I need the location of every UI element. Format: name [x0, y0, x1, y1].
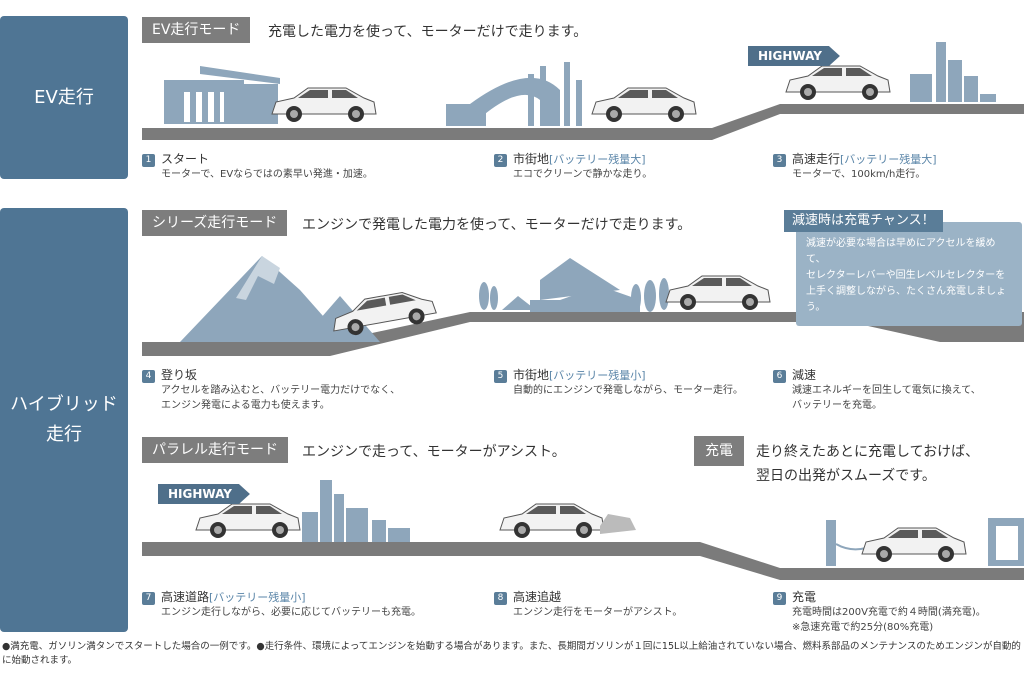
overtaken-car: [600, 514, 636, 534]
hybrid-drive-label: ハイブリッド走行: [0, 208, 128, 632]
road-ev: [142, 104, 1024, 140]
step-title: 減速: [792, 368, 817, 382]
series-mode-description: エンジンで発電した電力を使って、モーターだけで走ります。: [302, 217, 692, 233]
ev-drive-text: EV走行: [34, 86, 94, 108]
road-parallel: [142, 542, 1024, 580]
car-9: [861, 527, 967, 563]
step-8: 8 高速追越 エンジン走行をモーターがアシスト。: [494, 590, 682, 620]
road-series: [142, 312, 1024, 356]
step-number: 7: [142, 592, 155, 605]
hybrid-label-line1: ハイブリッド: [10, 394, 118, 415]
callout-line: 上手く調整しながら、たくさん充電しましょう。: [806, 286, 1006, 313]
charge-line-1: 走り終えたあとに充電しておけば、: [756, 444, 980, 460]
step-title: 市街地: [513, 152, 550, 166]
step-title: 高速道路: [161, 590, 210, 604]
step-6: 6 減速 減速エネルギーを回生して電気に換えて、 バッテリーを充電。: [773, 368, 981, 413]
car-5: [665, 275, 771, 311]
car-7: [195, 503, 301, 539]
charge-line-2: 翌日の出発がスムーズです。: [756, 468, 936, 484]
step-detail: 自動的にエンジンで発電しながら、モーター走行。: [513, 385, 743, 396]
step-tag: [バッテリー残量大]: [840, 153, 937, 166]
charger-illustration: [826, 518, 1024, 566]
callout-line: 減速が必要な場合は早めにアクセルを緩めて、: [806, 238, 996, 265]
footnote: ●満充電、ガソリン満タンでスタートした場合の一例です。●走行条件、環境によってエ…: [2, 641, 1021, 666]
step-detail: モーターで、EVならではの素早い発進・加速。: [161, 169, 373, 180]
parallel-mode-description: エンジンで走って、モーターがアシスト。: [302, 444, 566, 460]
car-8: [499, 503, 605, 539]
deceleration-callout-title: 減速時は充電チャンス！: [784, 210, 943, 232]
step-2: 2 市街地[バッテリー残量大] エコでクリーンで静かな走り。: [494, 152, 652, 182]
step-number: 5: [494, 370, 507, 383]
step-7: 7 高速道路[バッテリー残量小] エンジン走行しながら、必要に応じてバッテリーも充…: [142, 590, 421, 620]
hybrid-label-line2: 走行: [45, 424, 82, 445]
city-illustration: [446, 62, 582, 126]
step-title: 登り坂: [161, 368, 198, 382]
parallel-mode-label: パラレル走行モード: [142, 437, 288, 463]
step-number: 3: [773, 154, 786, 167]
car-2: [591, 87, 697, 123]
step-tag: [バッテリー残量小]: [549, 369, 646, 382]
ev-mode-description: 充電した電力を使って、モーターだけで走ります。: [268, 24, 588, 40]
step-number: 8: [494, 592, 507, 605]
step-detail: 充電時間は200V充電で約４時間(満充電)。: [792, 607, 986, 618]
series-mode-label: シリーズ走行モード: [142, 210, 288, 236]
step-title: 高速追越: [513, 590, 562, 604]
step-tag: [バッテリー残量大]: [549, 153, 646, 166]
car-3: [785, 65, 891, 101]
house-illustration: [164, 66, 280, 124]
step-detail: エンジン走行しながら、必要に応じてバッテリーも充電。: [161, 607, 421, 618]
step-detail: ※急速充電で約25分(80%充電): [792, 622, 934, 633]
ev-drive-label: EV走行: [0, 16, 128, 179]
step-number: 2: [494, 154, 507, 167]
town-illustration: [479, 258, 669, 312]
step-1: 1 スタート モーターで、EVならではの素早い発進・加速。: [142, 152, 373, 182]
step-5: 5 市街地[バッテリー残量小] 自動的にエンジンで発電しながら、モーター走行。: [494, 368, 743, 398]
step-detail: エンジン走行をモーターがアシスト。: [513, 607, 683, 618]
step-number: 1: [142, 154, 155, 167]
highway-city-illustration: [910, 42, 996, 102]
step-4: 4 登り坂 アクセルを踏み込むと、バッテリー電力だけでなく、 エンジン発電による電…: [142, 368, 400, 413]
step-detail: エコでクリーンで静かな走り。: [513, 169, 653, 180]
step-title: 高速走行: [792, 152, 841, 166]
highway-sign: HIGHWAY: [158, 484, 250, 504]
step-detail: エンジン発電による電力も使えます。: [161, 400, 330, 411]
step-title: 充電: [792, 590, 817, 604]
step-9: 9 充電 充電時間は200V充電で約４時間(満充電)。 ※急速充電で約25分(80…: [773, 590, 986, 635]
step-number: 4: [142, 370, 155, 383]
step-title: 市街地: [513, 368, 550, 382]
callout-line: セレクターレバーや回生レベルセレクターを: [806, 270, 1006, 281]
step-number: 6: [773, 370, 786, 383]
step-tag: [バッテリー残量小]: [209, 591, 306, 604]
step-detail: モーターで、100km/h走行。: [792, 169, 926, 180]
step-3: 3 高速走行[バッテリー残量大] モーターで、100km/h走行。: [773, 152, 937, 182]
deceleration-callout: 減速が必要な場合は早めにアクセルを緩めて、 セレクターレバーや回生レベルセレクタ…: [796, 222, 1022, 326]
charge-tag: 充電: [694, 436, 744, 466]
step-detail: バッテリーを充電。: [792, 400, 882, 411]
step-number: 9: [773, 592, 786, 605]
ev-mode-label: EV走行モード: [142, 17, 251, 43]
car-1: [271, 87, 377, 123]
step-detail: 減速エネルギーを回生して電気に換えて、: [792, 385, 981, 396]
step-title: スタート: [161, 152, 210, 166]
highway-city-illustration-2: [302, 480, 410, 542]
highway-sign: HIGHWAY: [748, 46, 840, 66]
step-detail: アクセルを踏み込むと、バッテリー電力だけでなく、: [161, 385, 401, 396]
